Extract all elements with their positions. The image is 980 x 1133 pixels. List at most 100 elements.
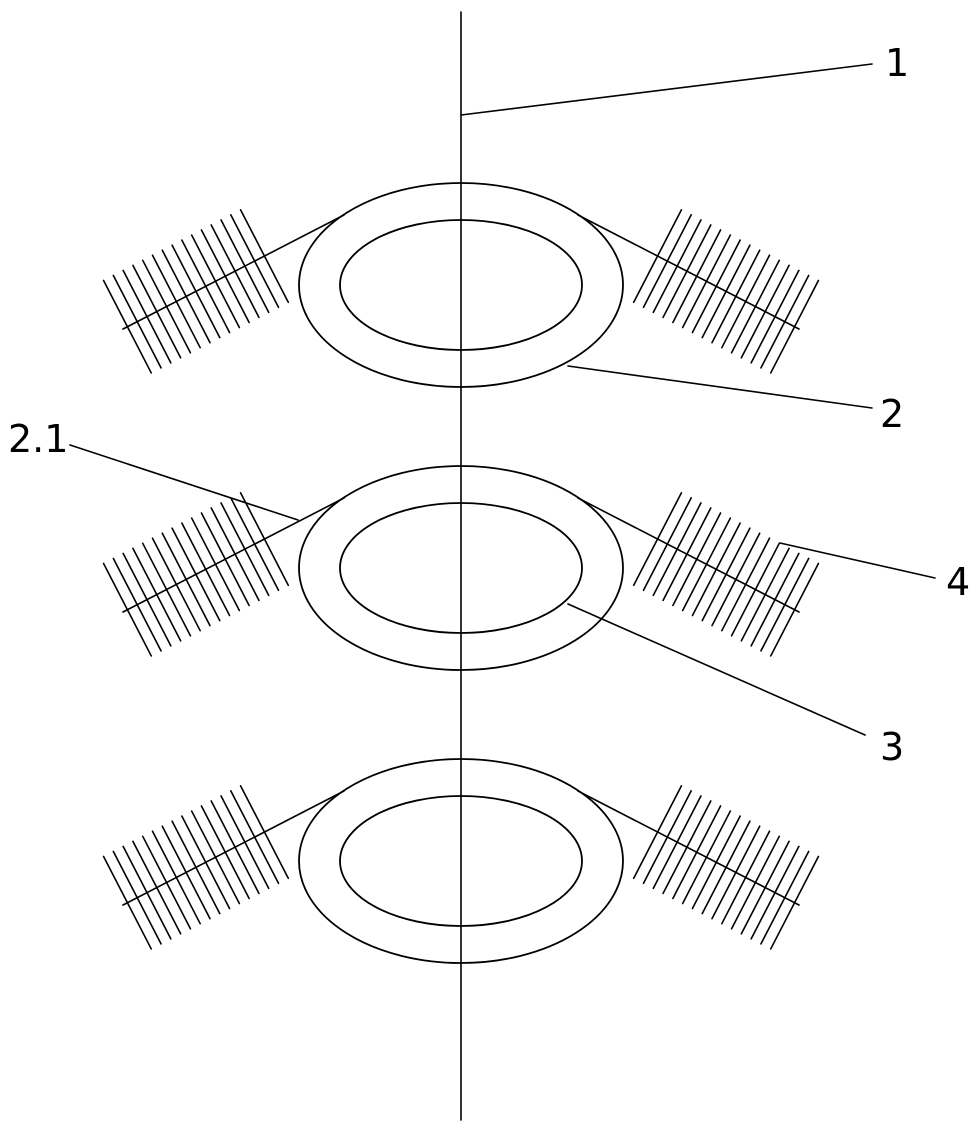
bristle <box>200 229 250 324</box>
brush-stem <box>577 497 800 613</box>
bristle <box>760 850 810 945</box>
bristle <box>740 264 790 359</box>
bristle <box>750 845 800 940</box>
bristle <box>711 532 761 627</box>
brush-left <box>102 785 345 950</box>
bristle <box>769 279 820 374</box>
bristle <box>672 512 722 607</box>
bristle <box>171 244 221 339</box>
brush-stem <box>122 214 345 330</box>
bristle <box>711 249 761 344</box>
bristle <box>239 785 290 880</box>
bristle <box>151 254 201 349</box>
bristle <box>141 259 192 354</box>
bristle <box>652 219 702 314</box>
brush-right <box>577 785 820 950</box>
bristle <box>681 234 732 329</box>
label-2: 2 <box>880 392 904 436</box>
brush-left <box>102 209 345 374</box>
inner-hole <box>339 219 583 351</box>
bristle <box>200 805 250 900</box>
label-2-1: 2.1 <box>8 417 68 461</box>
bristle <box>662 800 712 895</box>
bristle <box>632 492 683 587</box>
bristle <box>760 557 810 652</box>
bristle <box>642 790 692 885</box>
bristle <box>151 830 201 925</box>
leader-line-2 <box>567 365 873 409</box>
leader-line-2-1 <box>69 444 299 521</box>
bristle <box>161 532 211 627</box>
bristle <box>711 825 761 920</box>
leader-line-1 <box>460 63 873 116</box>
brush-stem <box>122 497 345 613</box>
bristle <box>730 259 781 354</box>
bristle <box>750 269 800 364</box>
bristle <box>210 507 260 602</box>
bristle <box>721 254 771 349</box>
bristle <box>750 552 800 647</box>
bristle <box>112 850 162 945</box>
bristle <box>122 552 172 647</box>
bristle <box>691 522 741 617</box>
bristle <box>102 855 153 950</box>
leader-line-4 <box>779 542 936 579</box>
bristle <box>200 512 250 607</box>
ring-assembly-top <box>102 182 820 388</box>
bristle <box>681 810 732 905</box>
bristle <box>730 835 781 930</box>
bristle <box>122 845 172 940</box>
label-3: 3 <box>880 725 904 769</box>
brush-right <box>577 209 820 374</box>
bristle <box>691 815 741 910</box>
ring-assembly-bottom <box>102 758 820 964</box>
brush-stem <box>577 790 800 906</box>
bristle <box>181 522 231 617</box>
bristle <box>701 820 751 915</box>
bristle <box>239 209 290 304</box>
bristle <box>672 229 722 324</box>
bristle <box>701 527 751 622</box>
bristle <box>632 785 683 880</box>
bristle <box>190 517 241 612</box>
bristle <box>642 214 692 309</box>
bristle <box>672 805 722 900</box>
bristle <box>171 820 221 915</box>
bristle <box>190 810 241 905</box>
bristle <box>652 795 702 890</box>
bristle <box>662 507 712 602</box>
bristle <box>122 269 172 364</box>
inner-hole <box>339 795 583 927</box>
leader-line-3 <box>567 603 866 736</box>
bristle <box>730 542 781 637</box>
bristle <box>181 815 231 910</box>
bristle <box>681 517 732 612</box>
bristle <box>190 234 241 329</box>
bristle <box>769 562 820 657</box>
bristle <box>132 547 182 642</box>
bristle <box>132 264 182 359</box>
bristle <box>701 244 751 339</box>
bristle <box>230 790 280 885</box>
bristle <box>740 547 790 642</box>
bristle <box>760 274 810 369</box>
bristle <box>220 502 270 597</box>
bristle <box>642 497 692 592</box>
bristle <box>239 492 290 587</box>
bristle <box>181 239 231 334</box>
bristle <box>132 840 182 935</box>
bristle <box>102 562 153 657</box>
brush-stem <box>122 790 345 906</box>
bristle <box>652 502 702 597</box>
bristle <box>230 497 280 592</box>
bristle <box>151 537 201 632</box>
bristle <box>102 279 153 374</box>
bristle <box>161 249 211 344</box>
bristle <box>210 800 260 895</box>
bristle <box>230 214 280 309</box>
bristle <box>161 825 211 920</box>
bristle <box>112 557 162 652</box>
bristle <box>740 840 790 935</box>
bristle <box>769 855 820 950</box>
